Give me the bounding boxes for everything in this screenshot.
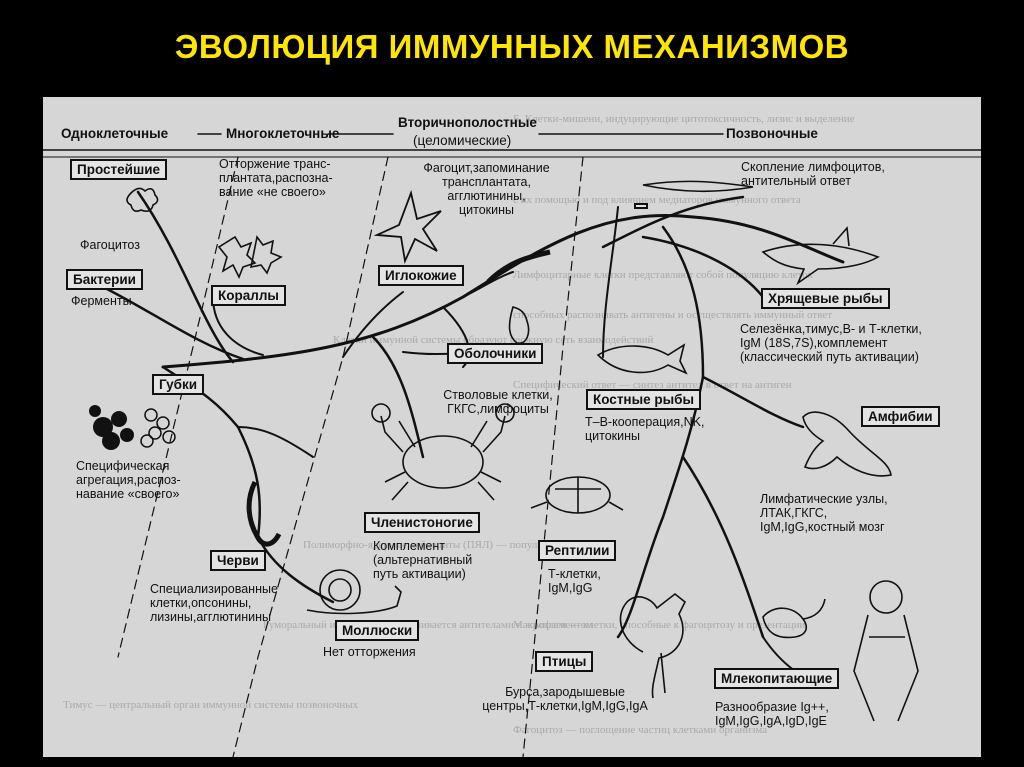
taxon-ptitsy: Птицы bbox=[535, 651, 594, 672]
bleed-text-10: Макрофаги — клетки, способные к фагоцито… bbox=[513, 619, 806, 631]
bleed-text-2: с их помощью и под влиянием медиаторов и… bbox=[513, 194, 801, 206]
bleed-text-8: Полиморфно-ядерные лейкоциты (ПЯЛ) — поп… bbox=[303, 539, 594, 551]
note-t-kletki: Т-клетки, IgM,IgG bbox=[548, 567, 601, 595]
stage-coelomic-sub: (целомические) bbox=[413, 133, 512, 148]
taxon-prosteyshie: Простейшие bbox=[70, 159, 168, 180]
bleed-text-6: Клетки иммунной системы образуют сложную… bbox=[333, 334, 654, 346]
bleed-text-9: Тимус — центральный орган иммунной систе… bbox=[63, 699, 359, 711]
bleed-text-4: способных распознавать антигены и осущес… bbox=[513, 309, 832, 321]
note-fermenty: Ферменты bbox=[71, 294, 132, 308]
bleed-text-11: Фагоцитоз — поглощение частиц клетками о… bbox=[513, 724, 768, 736]
taxon-khryashchevye: Хрящевые рыбы bbox=[761, 288, 890, 309]
note-ottorzhenie: Отторжение транс- плантата,распозна- ван… bbox=[219, 157, 333, 199]
taxon-korally: Кораллы bbox=[211, 285, 286, 306]
taxon-iglokozhie: Иглокожие bbox=[378, 265, 464, 286]
note-komplement: Комплемент (альтернативный путь активаци… bbox=[373, 539, 473, 581]
note-limfaticheskie: Лимфатические узлы, ЛТАК,ГКГС, IgM,IgG,к… bbox=[760, 492, 888, 534]
note-fagotsit: Фагоцит,запоминание трансплантата, агглю… bbox=[423, 161, 550, 217]
stage-coelomic: Вторичнополостные bbox=[398, 115, 537, 130]
note-skoplenie: Скопление лимфоцитов, антительный ответ bbox=[741, 160, 885, 188]
note-tb-kooperatsiya: T–B-кооперация,NK, цитокины bbox=[585, 415, 705, 443]
note-spetsificheskaya: Специфическая агрегация,распоз- навание … bbox=[76, 459, 181, 501]
stage-multicellular: Многоклеточные bbox=[226, 126, 340, 141]
bleed-text-1: Б. Клетки-мишени, индуцирующие цитотокси… bbox=[513, 113, 855, 125]
page-title: ЭВОЛЮЦИЯ ИММУННЫХ МЕХАНИЗМОВ bbox=[174, 28, 850, 65]
note-selezenka: Селезёнка,тимус,B- и Т-клетки, IgM (18S,… bbox=[740, 322, 922, 364]
taxon-gubki: Губки bbox=[152, 374, 205, 395]
diagram-panel: Б. Клетки-мишени, индуцирующие цитотокси… bbox=[43, 97, 981, 757]
taxon-mlekopitayushchie: Млекопитающие bbox=[714, 668, 840, 689]
taxon-chlenistonogie: Членистоногие bbox=[364, 512, 480, 533]
taxon-amfibii: Амфибии bbox=[861, 406, 940, 427]
note-specializirovannye: Специализированные клетки,опсонины, лизи… bbox=[150, 582, 278, 624]
stage-vertebrates: Позвоночные bbox=[726, 126, 818, 141]
stage-unicellular: Одноклеточные bbox=[61, 126, 169, 141]
note-fagotsitoz: Фагоцитоз bbox=[80, 238, 140, 252]
taxon-chervi: Черви bbox=[210, 550, 266, 571]
taxon-besschelyustnye bbox=[634, 203, 648, 209]
note-raznoobrazie: Разнообразие Ig++, IgM,IgG,IgA,IgD,IgE bbox=[715, 700, 829, 728]
note-net-ottorzheniya: Нет отторжения bbox=[323, 645, 416, 659]
note-bursa: Бурса,зародышевые центры,Т-клетки,IgM,Ig… bbox=[482, 685, 648, 713]
taxon-molluski: Моллюски bbox=[335, 620, 420, 641]
taxon-bakterii: Бактерии bbox=[66, 269, 143, 290]
bleed-text-3: Лимфоцитарные клетки представляют собой … bbox=[513, 269, 814, 281]
note-stvolovye: Стволовые клетки, ГКГС,лимфоциты bbox=[443, 388, 553, 416]
taxon-obolochniki: Оболочники bbox=[447, 343, 544, 364]
taxon-kostnye: Костные рыбы bbox=[586, 389, 702, 410]
taxon-reptilii: Рептилии bbox=[538, 540, 617, 561]
